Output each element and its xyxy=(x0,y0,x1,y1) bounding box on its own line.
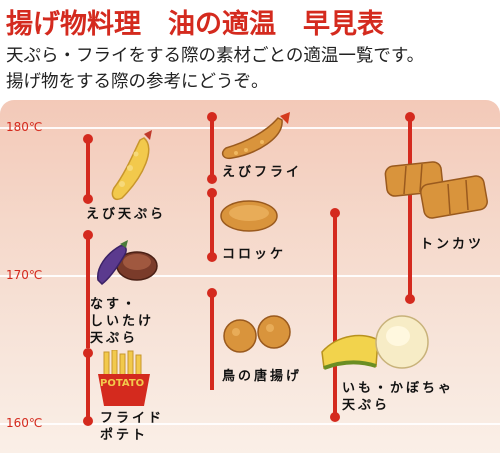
range-bar-fried-potato xyxy=(86,352,90,420)
range-dot-tonkatsu-bottom xyxy=(405,294,415,304)
label-nasu-line2: しいたけ xyxy=(90,314,155,329)
label-imo-line1: いも・かぼちゃ xyxy=(342,381,455,396)
range-dot-nasu-top xyxy=(83,230,93,240)
page-title: 揚げ物料理 油の適温 早見表 xyxy=(6,9,384,40)
range-dot-karaage-top xyxy=(207,288,217,298)
range-dot-imo-top xyxy=(330,208,340,218)
tick-160: 160℃ xyxy=(6,416,43,430)
tick-180: 180℃ xyxy=(6,120,43,134)
fried-shrimp-icon xyxy=(221,112,290,160)
subtitle-line-2: 揚げ物をする際の参考にどうぞ。 xyxy=(6,72,269,92)
range-bar-croquette xyxy=(210,192,214,256)
label-potato-line2: ポテト xyxy=(100,428,149,443)
gridline-170 xyxy=(0,275,500,277)
range-dot-croquette-bottom xyxy=(207,252,217,262)
shrimp-tempura-icon xyxy=(111,130,152,200)
range-dot-tonkatsu-top xyxy=(405,112,415,122)
label-nasu-line3: 天ぷら xyxy=(90,331,139,346)
gridline-180 xyxy=(0,127,500,129)
range-bar-ebi-fry xyxy=(210,116,214,176)
tick-170: 170℃ xyxy=(6,268,43,282)
range-bar-tonkatsu xyxy=(408,116,412,298)
range-bar-ebi-tempura xyxy=(86,138,90,198)
label-potato-line1: フライド xyxy=(100,411,165,426)
range-dot-potato-bottom xyxy=(83,416,93,426)
range-bar-karaage xyxy=(210,292,214,390)
tonkatsu-icon xyxy=(384,161,488,219)
label-ebi-tempura: えび天ぷら xyxy=(86,207,167,222)
eggplant-shiitake-tempura-icon xyxy=(97,240,158,285)
range-dot-potato-top xyxy=(83,348,93,358)
range-dot-ebi-fry-top xyxy=(207,112,217,122)
fried-potato-icon xyxy=(98,350,150,406)
range-dot-imo-bottom xyxy=(330,412,340,422)
karaage-icon xyxy=(223,315,291,353)
potato-pumpkin-tempura-icon xyxy=(321,315,429,370)
subtitle-line-1: 天ぷら・フライをする際の素材ごとの適温一覧です。 xyxy=(6,46,425,66)
temperature-chart: 180℃ 170℃ 160℃ えび天ぷら なす・ しいたけ 天ぷら POTATO… xyxy=(0,100,500,453)
potato-box-text: POTATO xyxy=(100,378,145,389)
range-dot-ebi-tempura-bottom xyxy=(83,194,93,204)
range-dot-ebi-fry-bottom xyxy=(207,174,217,184)
label-nasu-line1: なす・ xyxy=(90,297,139,312)
label-croquette: コロッケ xyxy=(222,247,287,262)
gridline-160 xyxy=(0,423,500,425)
label-karaage: 鳥の唐揚げ xyxy=(222,369,303,384)
range-bar-nasu-tempura xyxy=(86,234,90,348)
croquette-icon xyxy=(220,200,278,232)
range-bar-imo-kabocha xyxy=(333,212,337,416)
label-tonkatsu: トンカツ xyxy=(420,237,485,252)
label-imo-line2: 天ぷら xyxy=(342,398,391,413)
range-dot-ebi-tempura-top xyxy=(83,134,93,144)
label-ebi-fry: えびフライ xyxy=(222,165,303,180)
range-dot-croquette-top xyxy=(207,188,217,198)
